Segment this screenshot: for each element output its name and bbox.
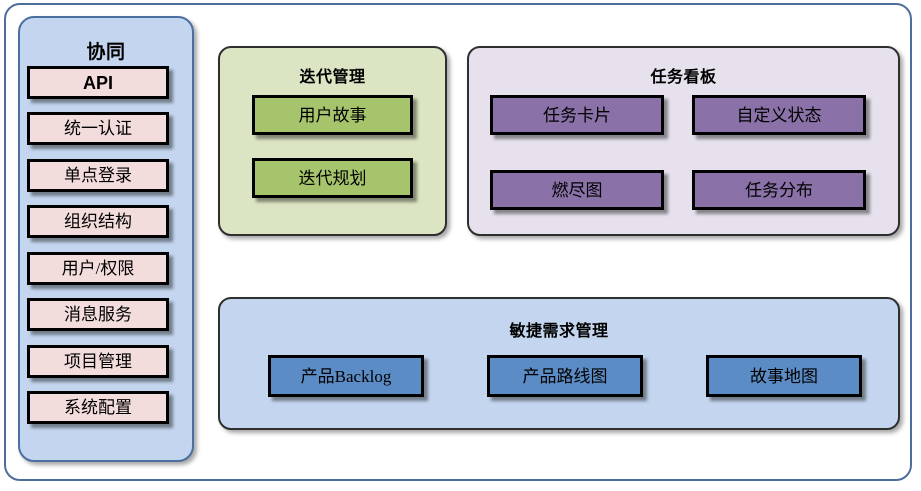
taskboard-item-custom-status[interactable]: 自定义状态 — [692, 95, 866, 135]
collab-item-message-service[interactable]: 消息服务 — [27, 298, 169, 331]
panel-collaboration-title: 协同 — [86, 42, 126, 63]
collab-item-user-permission[interactable]: 用户/权限 — [27, 252, 169, 285]
agile-item-product-backlog[interactable]: 产品Backlog — [268, 355, 424, 397]
collab-item-org-structure[interactable]: 组织结构 — [27, 205, 169, 238]
agile-item-story-map[interactable]: 故事地图 — [706, 355, 862, 397]
collab-item-project-mgmt[interactable]: 项目管理 — [27, 345, 169, 378]
panel-agile-title: 敏捷需求管理 — [509, 323, 609, 340]
taskboard-item-burndown-chart[interactable]: 燃尽图 — [490, 170, 664, 210]
taskboard-item-task-distribution[interactable]: 任务分布 — [692, 170, 866, 210]
iteration-item-user-story[interactable]: 用户故事 — [252, 95, 413, 135]
panel-iteration-title: 迭代管理 — [299, 69, 366, 86]
taskboard-item-task-card[interactable]: 任务卡片 — [490, 95, 664, 135]
panel-iteration-management[interactable]: 迭代管理 — [218, 46, 447, 236]
collab-item-api[interactable]: API — [27, 66, 169, 99]
iteration-item-iteration-plan[interactable]: 迭代规划 — [252, 158, 413, 198]
collab-item-unified-auth[interactable]: 统一认证 — [27, 112, 169, 145]
panel-task-board-title: 任务看板 — [650, 69, 717, 86]
collab-item-system-config[interactable]: 系统配置 — [27, 391, 169, 424]
agile-item-product-roadmap[interactable]: 产品路线图 — [487, 355, 643, 397]
collab-item-sso[interactable]: 单点登录 — [27, 159, 169, 192]
